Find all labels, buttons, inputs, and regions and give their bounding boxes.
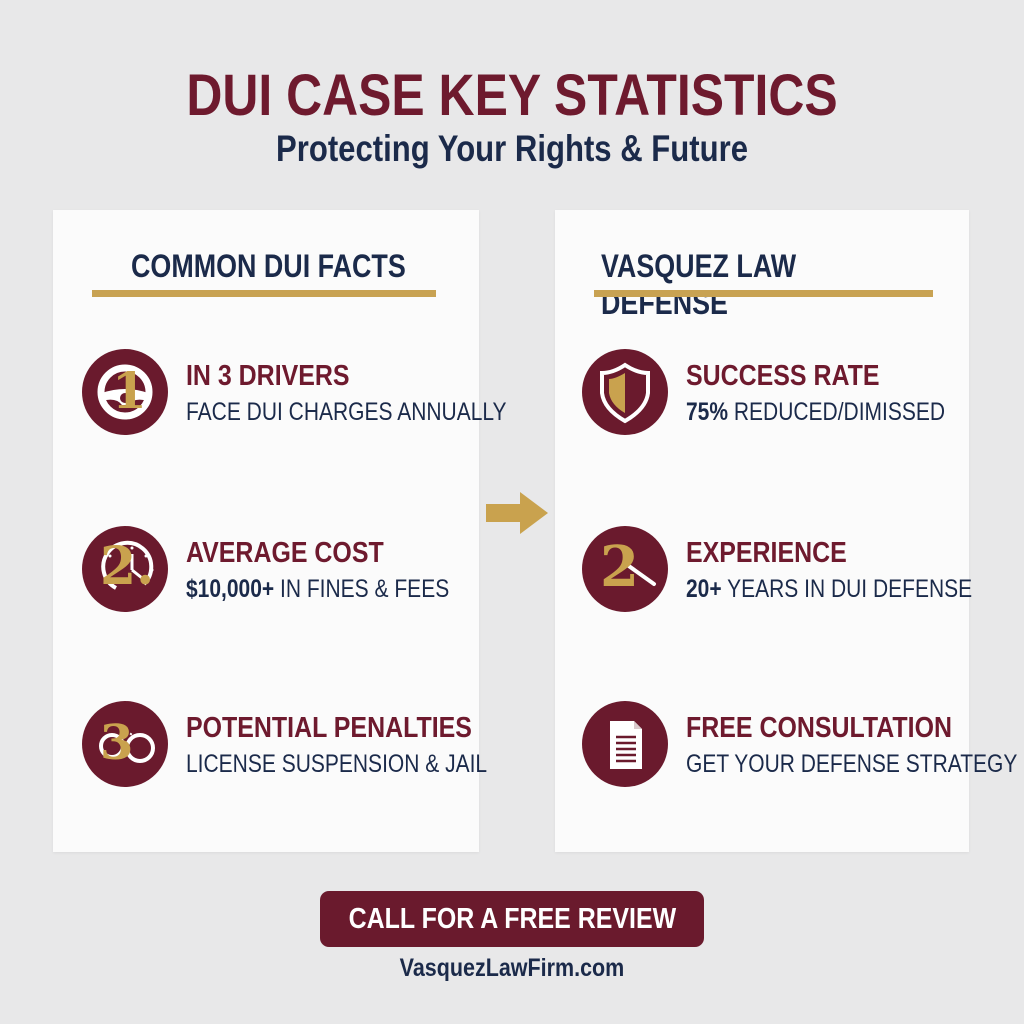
page-title: DUI CASE KEY STATISTICS bbox=[186, 63, 838, 128]
vasquez-law-defense-card: VASQUEZ LAW DEFENSE SUCCESS RATE 75% RED… bbox=[555, 210, 1017, 852]
number-badge: 2. bbox=[100, 536, 155, 597]
card-heading: COMMON DUI FACTS bbox=[131, 248, 406, 284]
fact-title: AVERAGE COST bbox=[186, 537, 384, 569]
list-item: 1 IN 3 DRIVERS FACE DUI CHARGES ANNUALLY bbox=[53, 349, 507, 439]
fact-description: FACE DUI CHARGES ANNUALLY bbox=[186, 398, 507, 426]
list-item: SUCCESS RATE 75% REDUCED/DIMISSED bbox=[555, 349, 969, 439]
number-badge: 2 bbox=[600, 534, 639, 600]
stat-title: SUCCESS RATE bbox=[686, 360, 880, 392]
card-heading: VASQUEZ LAW DEFENSE bbox=[601, 248, 797, 321]
list-item: FREE CONSULTATION GET YOUR DEFENSE STRAT… bbox=[555, 701, 1017, 791]
gold-divider bbox=[594, 290, 933, 297]
fact-description: LICENSE SUSPENSION & JAIL bbox=[186, 750, 488, 778]
call-for-free-review-button[interactable]: CALL FOR A FREE REVIEW bbox=[320, 891, 704, 947]
clock-icon: 2. bbox=[82, 526, 168, 612]
stat-title: EXPERIENCE bbox=[686, 537, 847, 569]
list-item: 2 EXPERIENCE 20+ YEARS IN DUI DEFENSE bbox=[555, 526, 973, 616]
document-icon bbox=[582, 701, 668, 787]
stat-description: GET YOUR DEFENSE STRATEGY bbox=[686, 750, 1018, 778]
shield-icon bbox=[582, 349, 668, 435]
gavel-icon: 2 bbox=[582, 526, 668, 612]
website-link[interactable]: VasquezLawFirm.com bbox=[399, 954, 625, 982]
steering-wheel-icon: 1 bbox=[82, 349, 168, 435]
fact-title: IN 3 DRIVERS bbox=[186, 360, 350, 392]
fact-title: POTENTIAL PENALTIES bbox=[186, 712, 472, 744]
list-item: 2. AVERAGE COST $10,000+ IN FINES & FEES bbox=[53, 526, 479, 616]
number-badge: 1 bbox=[112, 361, 147, 420]
handcuffs-icon: 3 bbox=[82, 701, 168, 787]
stat-title: FREE CONSULTATION bbox=[686, 712, 953, 744]
stat-description: 75% REDUCED/DIMISSED bbox=[686, 398, 946, 426]
gold-divider bbox=[92, 290, 436, 297]
page-subtitle: Protecting Your Rights & Future bbox=[276, 128, 748, 169]
stat-description: 20+ YEARS IN DUI DEFENSE bbox=[686, 575, 973, 603]
common-dui-facts-card: COMMON DUI FACTS 1 IN 3 DRIVERS FACE DUI… bbox=[53, 210, 507, 852]
number-badge: 3 bbox=[100, 715, 134, 771]
list-item: 3 POTENTIAL PENALTIES LICENSE SUSPENSION… bbox=[53, 701, 487, 791]
arrow-right-icon bbox=[486, 492, 548, 534]
fact-description: $10,000+ IN FINES & FEES bbox=[186, 575, 450, 603]
cta-label: CALL FOR A FREE REVIEW bbox=[348, 902, 676, 935]
